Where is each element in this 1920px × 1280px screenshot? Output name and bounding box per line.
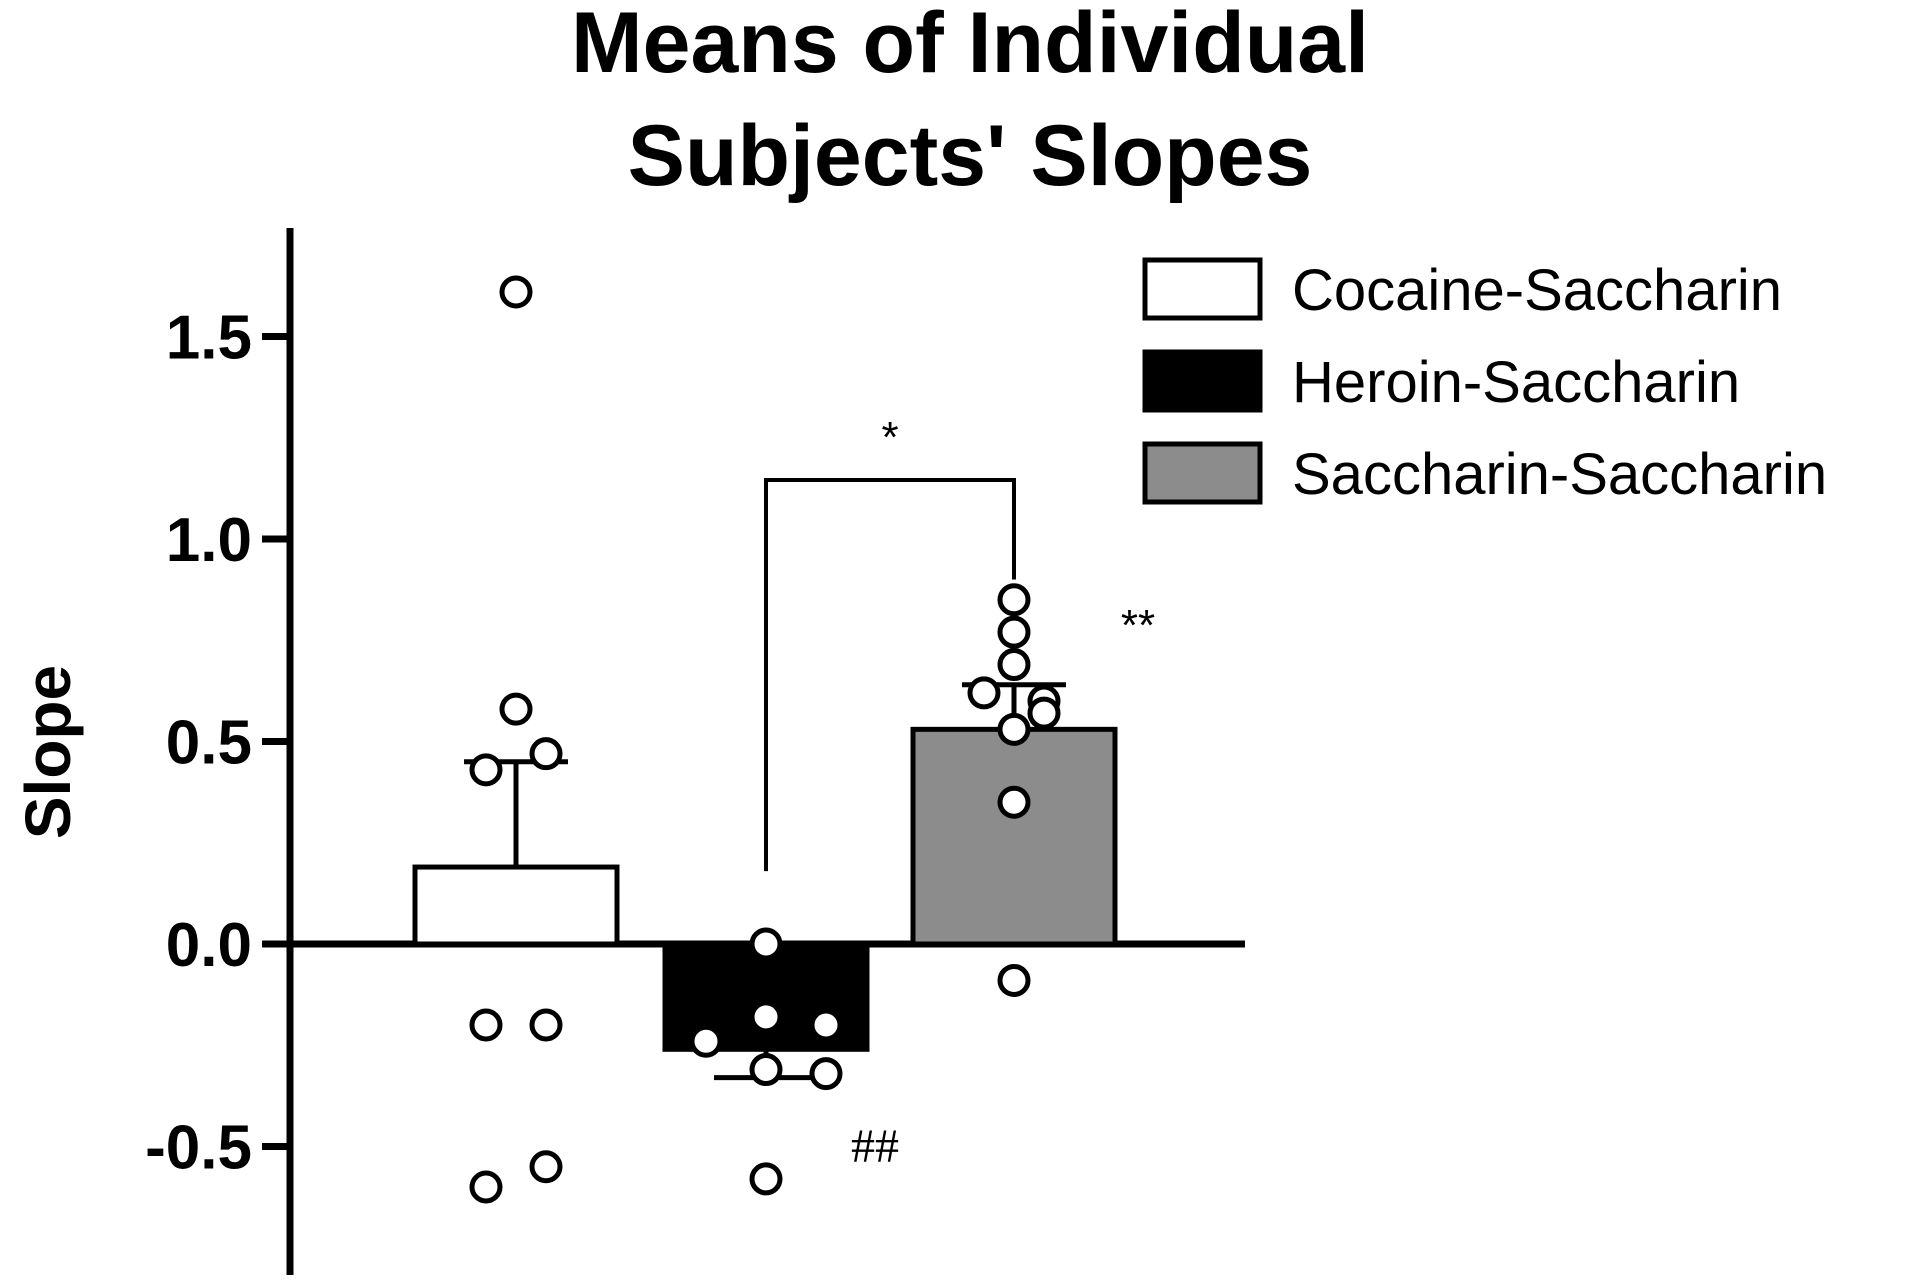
data-point [997,785,1031,819]
data-point [997,583,1031,617]
heroin-significance-label: ## [851,1120,899,1173]
data-point [469,753,503,787]
data-point [749,1053,783,1087]
data-point [809,1008,843,1042]
data-point [469,1170,503,1204]
significance-annotations: ***## [764,413,1155,1173]
data-point [997,615,1031,649]
y-axis-title: Slope [12,665,84,839]
data-point [499,692,533,726]
data-point [469,1008,503,1042]
legend-label: Heroin-Saccharin [1292,350,1740,415]
data-point [967,676,1001,710]
y-tick-label: 0.0 [166,911,252,980]
y-tick-label: -0.5 [145,1114,252,1183]
data-point [997,963,1031,997]
legend-label: Saccharin-Saccharin [1292,442,1827,507]
y-tick-label: 1.5 [166,304,252,373]
data-point [529,1008,563,1042]
bars [412,726,1118,1052]
data-point [529,737,563,771]
legend-swatch [1142,349,1263,413]
data-point [809,1057,843,1091]
chart-title-line-2: Subjects' Slopes [628,108,1313,204]
data-point [689,1024,723,1058]
data-point [499,275,533,309]
chart-title: Means of Individual Subjects' Slopes [571,0,1369,204]
legend-swatch [1142,441,1263,505]
data-points [469,275,1061,1204]
data-point [1027,696,1061,730]
legend-swatch [1142,257,1263,321]
chart-title-line-1: Means of Individual [571,0,1369,91]
legend-label: Cocaine-Saccharin [1292,258,1782,323]
bar-cocaine-saccharin [412,864,620,947]
legend: Cocaine-SaccharinHeroin-SaccharinSacchar… [1142,257,1827,507]
data-point [749,1000,783,1034]
comparison-bracket [764,478,1016,872]
data-point [749,1162,783,1196]
saccharin-significance-label: ** [1121,601,1155,650]
y-tick-label: 1.0 [166,506,252,575]
data-point [749,927,783,961]
data-point [529,1150,563,1184]
bar-saccharin-saccharin [910,726,1118,947]
y-tick-label: 0.5 [166,709,252,778]
data-point [997,712,1031,746]
data-point [997,648,1031,682]
comparison-significance-label: * [881,413,898,462]
